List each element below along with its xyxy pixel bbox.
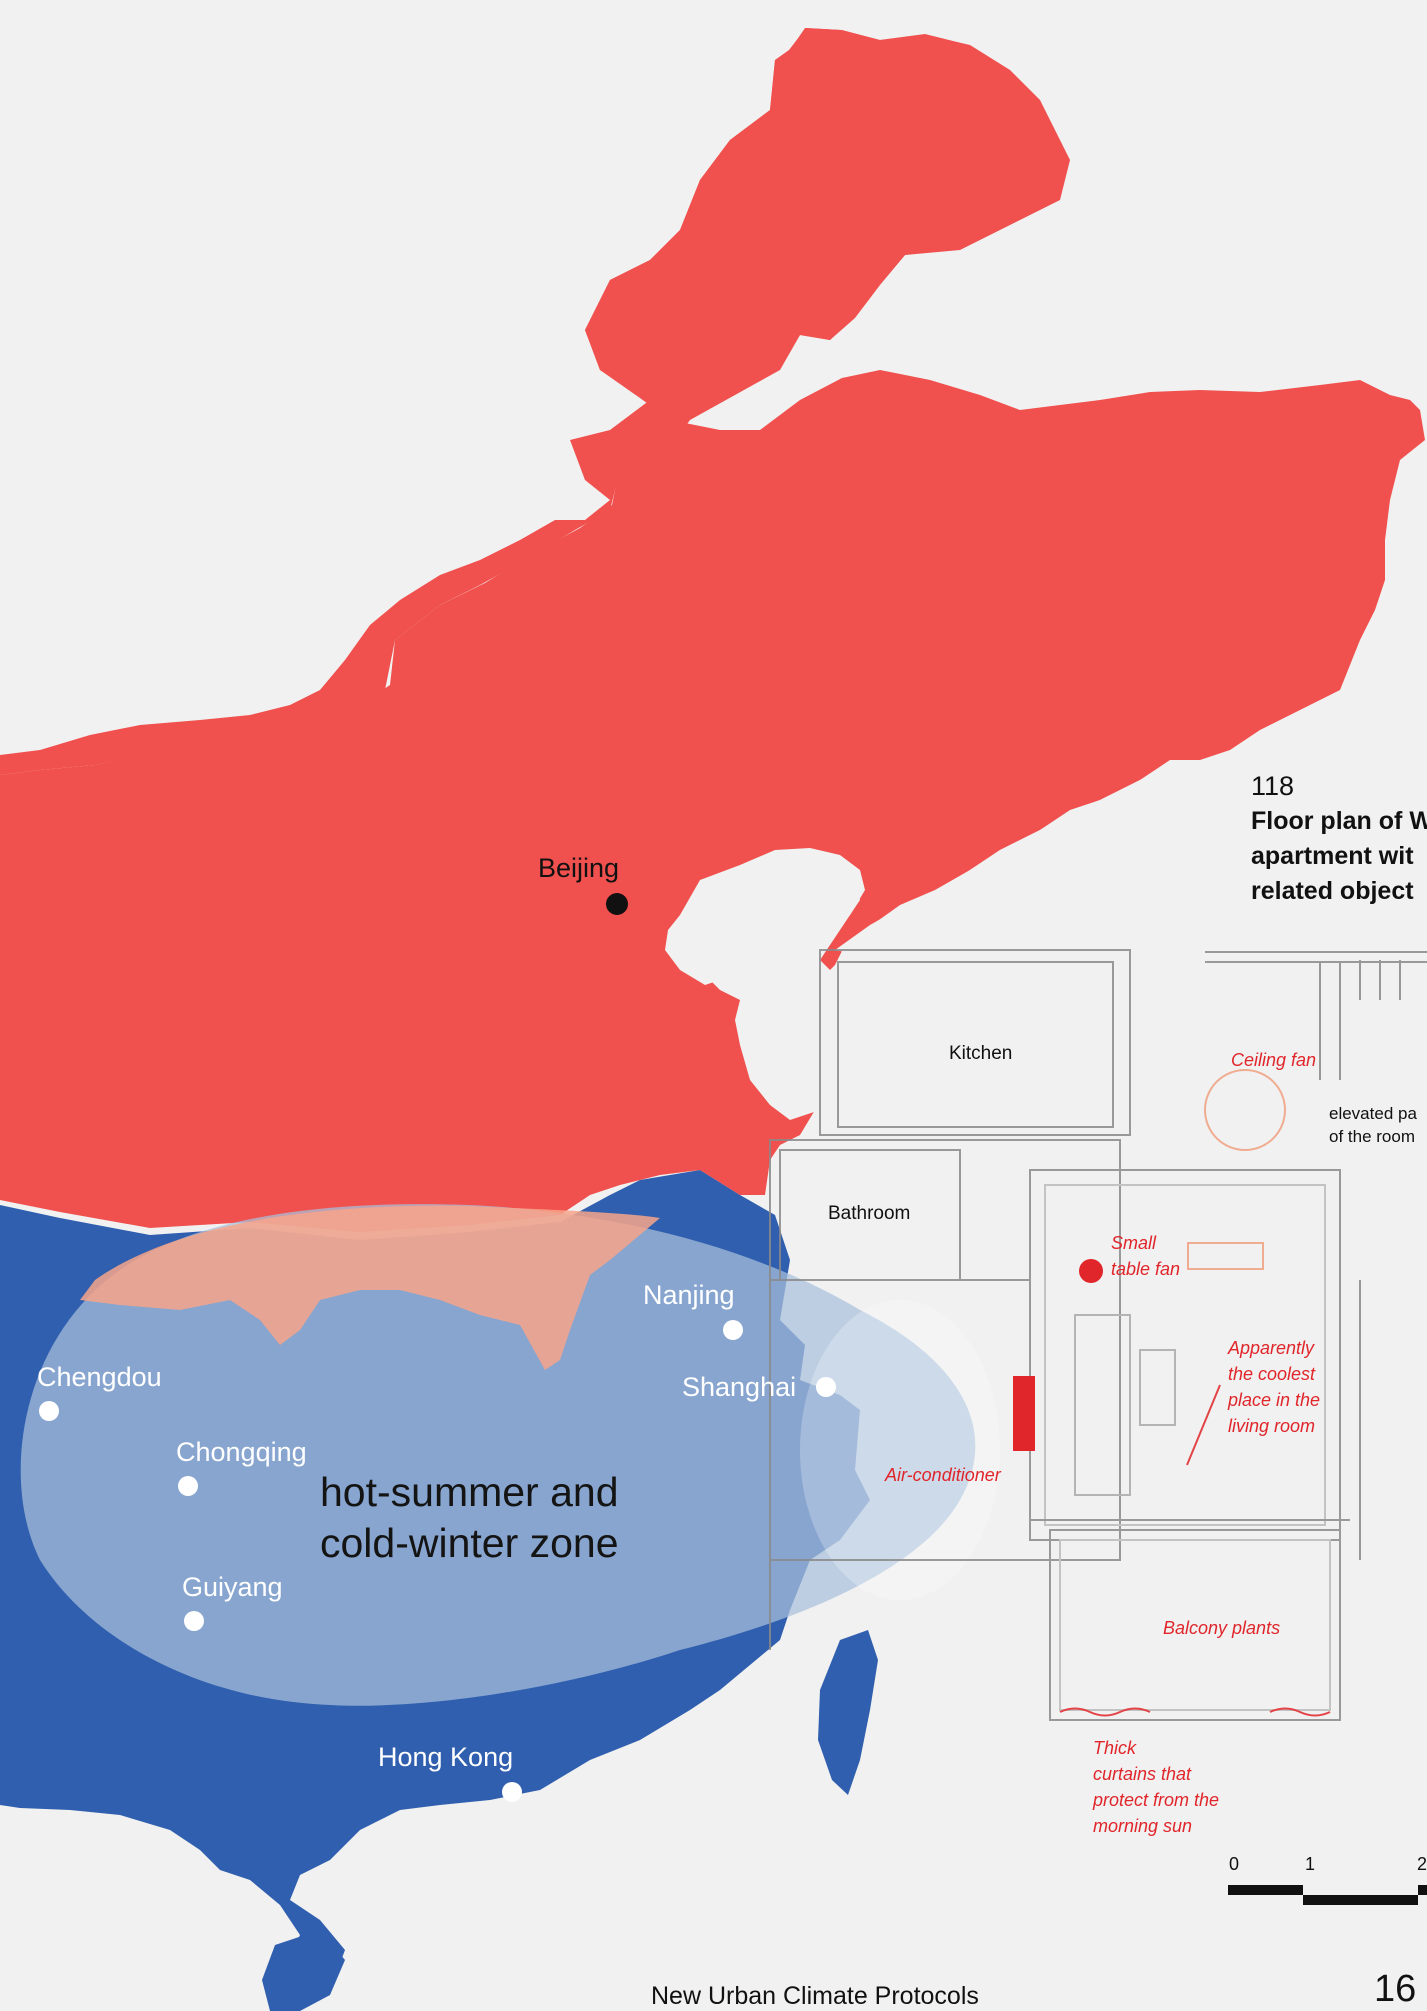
figure-title-line1: Floor plan of W (1251, 807, 1427, 835)
city-label-chongqing: Chongqing (176, 1437, 307, 1467)
city-label-guiyang: Guiyang (182, 1572, 283, 1602)
note-curtains-line1: Thick (1093, 1738, 1137, 1758)
hainan-island (262, 1930, 345, 2011)
zone-fade (800, 1300, 1000, 1600)
city-label-chengdou: Chengdou (37, 1362, 162, 1392)
note-table-fan-line1: Small (1111, 1233, 1157, 1253)
note-table-fan: Small table fan (1111, 1230, 1180, 1282)
city-dot-guiyang (184, 1611, 204, 1631)
note-coolest-line2: the coolest (1228, 1364, 1316, 1384)
city-dot-hong-kong (502, 1782, 522, 1802)
city-label-nanjing: Nanjing (643, 1280, 735, 1310)
scale-label-1: 1 (1305, 1854, 1316, 1874)
zone-label-line2: cold-winter zone (320, 1520, 619, 1566)
figure-title-line2: apartment wit (1251, 842, 1414, 870)
note-table-fan-line2: table fan (1111, 1259, 1181, 1279)
figure-title: Floor plan of W apartment wit related ob… (1251, 804, 1427, 909)
yellow-sea-inlet (735, 1000, 880, 1120)
elevated-part-label: elevated pa of the room (1329, 1102, 1417, 1148)
city-label-beijing: Beijing (538, 853, 620, 883)
city-label-shanghai: Shanghai (682, 1372, 797, 1402)
note-curtains-line2: curtains that (1093, 1764, 1192, 1784)
note-curtains: Thick curtains that protect from the mor… (1093, 1735, 1219, 1839)
air-conditioner-marker (1013, 1376, 1035, 1451)
figure-title-line3: related object (1251, 877, 1414, 905)
room-label-kitchen: Kitchen (949, 1043, 1013, 1064)
note-coolest-line3: place in the (1228, 1390, 1321, 1410)
korea-gap (835, 640, 1427, 955)
city-label-hong-kong: Hong Kong (378, 1742, 514, 1772)
floor-plan (769, 949, 1427, 1721)
elevated-line1: elevated pa (1329, 1104, 1417, 1123)
note-coolest-line1: Apparently (1228, 1338, 1315, 1358)
scale-label-0: 0 (1229, 1854, 1240, 1874)
note-coolest-line4: living room (1228, 1416, 1316, 1436)
city-dot-beijing (606, 893, 628, 915)
city-dot-chengdou (39, 1401, 59, 1421)
city-dot-nanjing (723, 1320, 743, 1340)
city-dot-chongqing (178, 1476, 198, 1496)
northern-region-mainland (0, 28, 1425, 1232)
page-number: 16 (1374, 1968, 1417, 2010)
note-ceiling-fan: Ceiling fan (1231, 1050, 1317, 1070)
note-air-conditioner: Air-conditioner (885, 1465, 1001, 1485)
table-fan-marker (1079, 1259, 1103, 1283)
zone-label-line1: hot-summer and (320, 1469, 619, 1515)
city-dot-shanghai (816, 1377, 836, 1397)
figure-number: 118 (1251, 771, 1295, 801)
note-coolest-place: Apparently the coolest place in the livi… (1228, 1335, 1320, 1439)
taiwan-island (818, 1630, 878, 1795)
scale-label-2: 2 (1417, 1854, 1427, 1874)
footer-title: New Urban Climate Protocols (651, 1982, 979, 2010)
note-balcony-plants: Balcony plants (1163, 1618, 1281, 1638)
zone-label: hot-summer and cold-winter zone (320, 1467, 619, 1569)
climate-zone-over-north (80, 1205, 660, 1370)
scale-bar (1228, 1885, 1427, 1905)
note-curtains-line3: protect from the (1093, 1790, 1220, 1810)
bohai-bay (665, 848, 865, 985)
elevated-line2: of the room (1329, 1127, 1415, 1146)
note-curtains-line4: morning sun (1093, 1816, 1193, 1836)
room-label-bathroom: Bathroom (828, 1203, 911, 1224)
